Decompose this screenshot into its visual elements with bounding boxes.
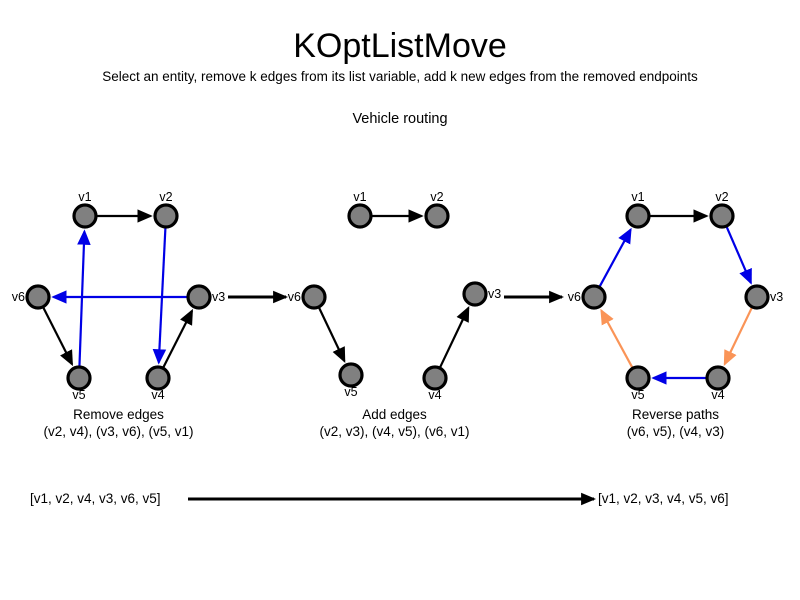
node-circle[interactable] — [705, 365, 731, 391]
node-circle[interactable] — [145, 365, 171, 391]
node-label: v5 — [344, 385, 357, 399]
before-list-label: [v1, v2, v4, v3, v6, v5] — [30, 491, 161, 506]
node-label: v1 — [631, 190, 644, 204]
edge-v6-to-v5 — [42, 307, 73, 367]
edge-v2-to-v4 — [152, 227, 167, 365]
edge-v6-to-v5 — [318, 307, 346, 363]
caption-detail: (v6, v5), (v4, v3) — [626, 423, 725, 439]
node-circle[interactable] — [186, 284, 212, 310]
node-circle[interactable] — [744, 284, 770, 310]
node-add-edges-v4[interactable]: v4 — [422, 365, 448, 402]
node-label: v2 — [430, 190, 443, 204]
graph-edges-layer — [42, 209, 753, 385]
node-label: v4 — [151, 388, 164, 402]
node-remove-edges-v6[interactable]: v6 — [12, 284, 51, 310]
node-label: v4 — [428, 388, 441, 402]
node-label: v3 — [212, 290, 225, 304]
node-remove-edges-v1[interactable]: v1 — [72, 190, 98, 229]
node-circle[interactable] — [424, 203, 450, 229]
caption-title: Add edges — [362, 407, 427, 422]
node-reverse-paths-v6[interactable]: v6 — [568, 284, 607, 310]
node-circle[interactable] — [153, 203, 179, 229]
node-circle[interactable] — [422, 365, 448, 391]
node-label: v3 — [488, 287, 501, 301]
caption-detail: (v2, v3), (v4, v5), (v6, v1) — [319, 423, 470, 439]
page-title: KOptListMove — [293, 27, 507, 65]
node-circle[interactable] — [25, 284, 51, 310]
edge-v4-to-v3 — [439, 306, 470, 368]
caption-add-edges: Add edges(v2, v3), (v4, v5), (v6, v1) — [235, 407, 555, 440]
node-reverse-paths-v5[interactable]: v5 — [625, 365, 651, 402]
node-remove-edges-v4[interactable]: v4 — [145, 365, 171, 402]
caption-remove-edges: Remove edges(v2, v4), (v3, v6), (v5, v1) — [0, 407, 279, 440]
node-circle[interactable] — [462, 281, 488, 307]
edge-v6-to-v1 — [598, 227, 632, 287]
node-label: v4 — [711, 388, 724, 402]
edge-v4-to-v3 — [162, 308, 193, 368]
caption-title: Remove edges — [73, 407, 164, 422]
node-circle[interactable] — [625, 365, 651, 391]
node-add-edges-v3[interactable]: v3 — [462, 281, 501, 307]
node-label: v1 — [78, 190, 91, 204]
node-circle[interactable] — [625, 203, 651, 229]
edge-v5-to-v1 — [77, 229, 91, 367]
node-label: v5 — [72, 388, 85, 402]
node-add-edges-v6[interactable]: v6 — [288, 284, 327, 310]
node-remove-edges-v2[interactable]: v2 — [153, 190, 179, 229]
node-add-edges-v2[interactable]: v2 — [424, 190, 450, 229]
node-circle[interactable] — [301, 284, 327, 310]
page-subtitle: Select an entity, remove k edges from it… — [102, 69, 698, 84]
edge-v5-to-v6 — [600, 308, 634, 368]
node-label: v2 — [159, 190, 172, 204]
node-label: v6 — [288, 290, 301, 304]
node-circle[interactable] — [72, 203, 98, 229]
after-list-label: [v1, v2, v3, v4, v5, v6] — [598, 491, 729, 506]
node-label: v6 — [568, 290, 581, 304]
node-label: v1 — [353, 190, 366, 204]
node-circle[interactable] — [581, 284, 607, 310]
node-label: v5 — [631, 388, 644, 402]
caption-detail: (v2, v4), (v3, v6), (v5, v1) — [43, 423, 194, 439]
edge-v3-to-v4 — [723, 307, 753, 366]
caption-reverse-paths: Reverse paths(v6, v5), (v4, v3) — [516, 407, 800, 440]
node-remove-edges-v3[interactable]: v3 — [186, 284, 225, 310]
caption-title: Reverse paths — [631, 407, 720, 422]
node-label: v6 — [12, 290, 25, 304]
node-circle[interactable] — [338, 362, 364, 388]
node-circle[interactable] — [709, 203, 735, 229]
node-reverse-paths-v1[interactable]: v1 — [625, 190, 651, 229]
node-circle[interactable] — [347, 203, 373, 229]
edge-v2-to-v3 — [725, 226, 752, 285]
node-circle[interactable] — [66, 365, 92, 391]
node-add-edges-v5[interactable]: v5 — [338, 362, 364, 399]
node-reverse-paths-v3[interactable]: v3 — [744, 284, 783, 310]
node-reverse-paths-v2[interactable]: v2 — [709, 190, 735, 229]
node-add-edges-v1[interactable]: v1 — [347, 190, 373, 229]
node-label: v3 — [770, 290, 783, 304]
node-reverse-paths-v4[interactable]: v4 — [705, 365, 731, 402]
node-label: v2 — [715, 190, 728, 204]
graph-nodes-layer: v1 v2 v3 v4 v5 v6 v1 v2 v3 v4 v5 v6 v1 v2 v3 v4 v5 v6 — [12, 190, 783, 402]
section-label: Vehicle routing — [352, 111, 448, 127]
node-remove-edges-v5[interactable]: v5 — [66, 365, 92, 402]
